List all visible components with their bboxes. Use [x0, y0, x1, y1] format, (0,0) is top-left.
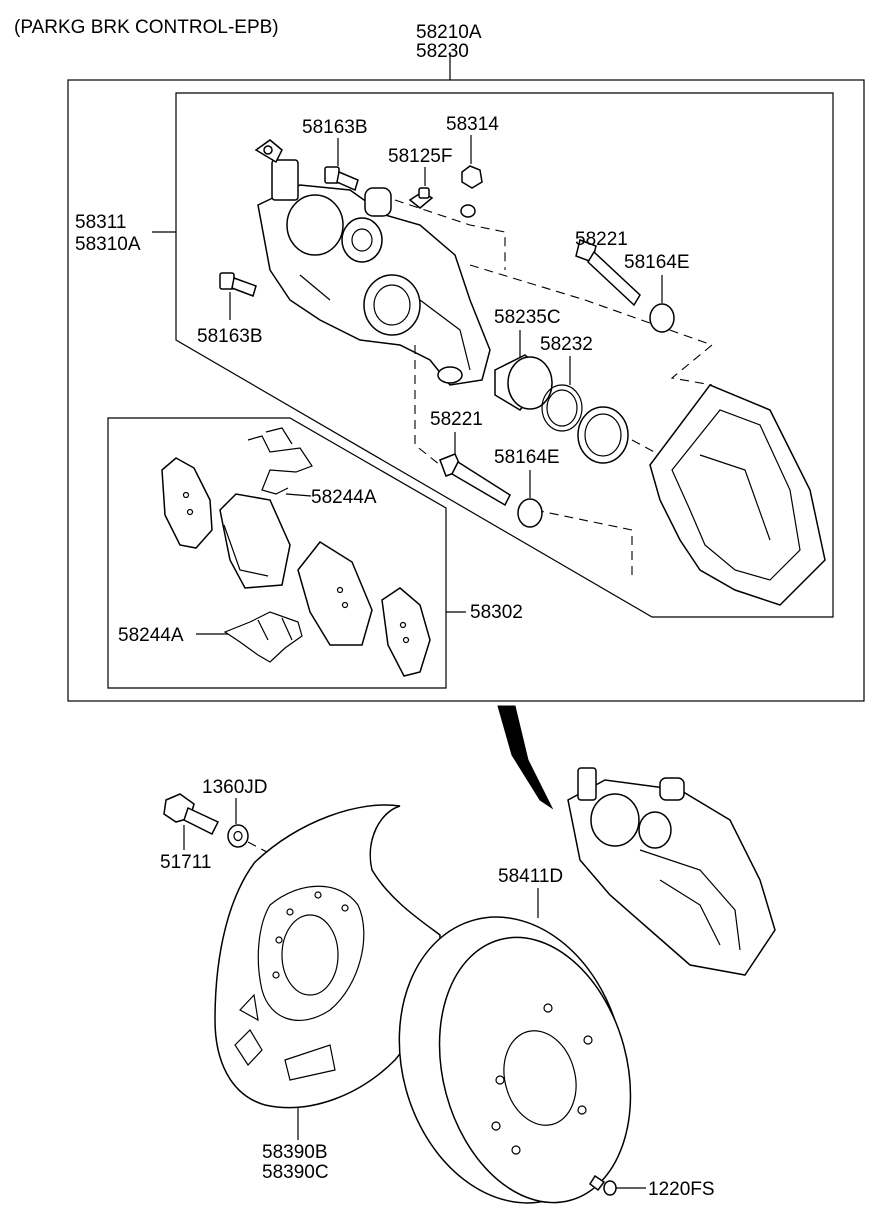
label-boot-upper[interactable]: 58164E: [624, 252, 690, 273]
cap-part: [460, 165, 483, 218]
pad-kit-frame: [107, 417, 447, 689]
dust-seal-part: [577, 406, 629, 464]
brake-pad-right-part: [297, 541, 373, 646]
label-bolt-top[interactable]: 58163B: [302, 117, 368, 138]
bolt-top-part: [324, 166, 359, 192]
label-pad-clip-upper[interactable]: 58244A: [311, 487, 377, 508]
pad-clip-lower-part: [223, 611, 303, 663]
pad-shim-right-part: [381, 587, 431, 677]
guide-pin-lower-part: [439, 453, 511, 507]
pad-shim-left-part: [161, 457, 213, 549]
boot-upper-part: [649, 303, 675, 333]
assembled-caliper-part: [567, 767, 776, 976]
bleeder-part: [408, 187, 434, 209]
pad-clip-upper-part: [247, 427, 313, 495]
label-pad-clip-lower[interactable]: 58244A: [118, 625, 184, 646]
assembly-arrow: [497, 705, 554, 810]
guide-line-lower: [414, 345, 661, 580]
outer-frame: [67, 79, 865, 702]
label-boot-lower[interactable]: 58164E: [494, 447, 560, 468]
diagram-title: (PARKG BRK CONTROL-EPB): [14, 17, 279, 38]
label-caliper-assy-2[interactable]: 58230: [416, 41, 469, 62]
guide-line-middle: [469, 264, 714, 386]
carrier-bracket-part: [649, 384, 826, 606]
label-disc[interactable]: 58411D: [498, 866, 563, 887]
bolt-left-part: [219, 272, 257, 297]
inner-frame: [175, 92, 834, 618]
label-dust-cover-1[interactable]: 58390B: [262, 1142, 328, 1163]
label-bolt-left[interactable]: 58163B: [197, 326, 263, 347]
label-cap[interactable]: 58314: [446, 114, 499, 135]
label-bleeder[interactable]: 58125F: [388, 146, 452, 167]
label-carrier-1[interactable]: 58311: [75, 212, 126, 233]
label-piston-seal[interactable]: 58232: [540, 334, 593, 355]
guide-line-upper: [394, 199, 506, 270]
label-carrier-2[interactable]: 58310A: [75, 234, 141, 255]
caliper-body: [254, 139, 491, 386]
label-washer[interactable]: 1360JD: [202, 777, 268, 798]
piston-seal-part: [541, 384, 583, 432]
piston-part: [494, 354, 553, 411]
label-guide-pin-upper[interactable]: 58221: [575, 229, 628, 250]
boot-lower-part: [517, 498, 543, 528]
brake-disc-part: [398, 916, 632, 1204]
guide-pin-upper-part: [575, 239, 641, 307]
label-caliper-assy-1[interactable]: 58210A: [416, 22, 482, 43]
label-guide-pin-lower[interactable]: 58221: [430, 409, 483, 430]
washer-part: [227, 824, 249, 848]
brake-pad-left-part: [219, 493, 291, 589]
label-piston[interactable]: 58235C: [494, 307, 561, 328]
label-screw[interactable]: 1220FS: [648, 1179, 715, 1200]
label-pad-kit[interactable]: 58302: [470, 602, 523, 623]
hub-bolt-part: [163, 793, 220, 836]
label-dust-cover-2[interactable]: 58390C: [262, 1162, 329, 1183]
label-hub-bolt[interactable]: 51711: [160, 852, 211, 873]
